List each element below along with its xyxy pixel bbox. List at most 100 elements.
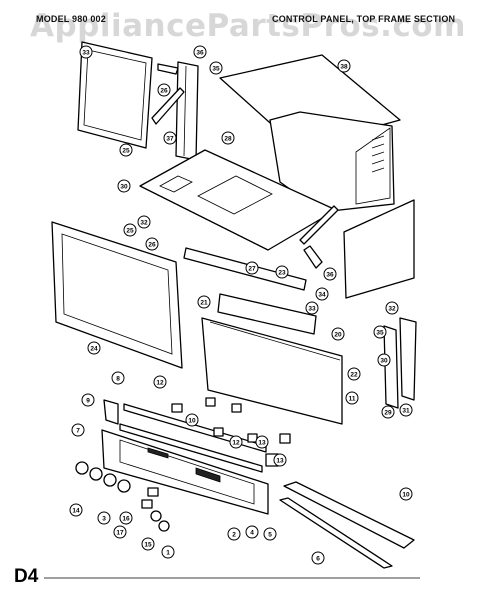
callout-label: 35: [212, 65, 220, 72]
callout-16: 16: [119, 511, 133, 525]
callout-9: 9: [81, 393, 95, 407]
callout-12: 12: [153, 375, 167, 389]
callout-label: 26: [148, 241, 156, 248]
part-33-side-panel: [77, 41, 153, 149]
callout-17: 17: [113, 525, 127, 539]
callout-label: 34: [318, 291, 326, 298]
part-7-control-panel: [101, 429, 269, 515]
callout-1: 1: [161, 545, 175, 559]
part-40-trim: [279, 497, 393, 569]
callout-label: 13: [276, 457, 284, 464]
callout-35: 35: [209, 61, 223, 75]
callout-label: 31: [402, 407, 410, 414]
callout-25: 25: [123, 223, 137, 237]
callout-37: 37: [163, 131, 177, 145]
callout-label: 12: [156, 379, 164, 386]
part-9-bracket: [103, 399, 119, 425]
callout-11: 11: [345, 391, 359, 405]
callout-label: 23: [278, 269, 286, 276]
callout-20: 20: [331, 327, 345, 341]
callout-4: 4: [245, 525, 259, 539]
callout-label: 33: [308, 305, 316, 312]
callout-label: 6: [316, 555, 320, 562]
callout-25: 25: [119, 143, 133, 157]
callout-label: 36: [196, 49, 204, 56]
part-29-hinge: [383, 317, 417, 409]
callout-5: 5: [263, 527, 277, 541]
part-24-front-frame: [51, 221, 183, 369]
callout-26: 26: [157, 83, 171, 97]
callout-label: 27: [248, 265, 256, 272]
callout-label: 15: [144, 541, 152, 548]
part-34-side-panel: [343, 199, 415, 299]
part-27-channel: [183, 247, 307, 291]
part-20-rear-panel: [201, 317, 343, 425]
callout-label: 30: [120, 183, 128, 190]
callout-38: 38: [337, 59, 351, 73]
callout-12: 12: [229, 435, 243, 449]
callout-label: 4: [250, 529, 254, 536]
callout-label: 11: [349, 395, 356, 402]
callout-label: 37: [166, 135, 174, 142]
callout-32: 32: [385, 301, 399, 315]
callout-28: 28: [221, 131, 235, 145]
callout-label: 9: [86, 397, 90, 404]
callout-label: 5: [268, 531, 272, 538]
callout-24: 24: [87, 341, 101, 355]
callout-21: 21: [197, 295, 211, 309]
callout-14: 14: [69, 503, 83, 517]
part-36-bracket: [157, 63, 179, 75]
callout-26: 26: [145, 237, 159, 251]
callout-10: 10: [399, 487, 413, 501]
callout-label: 2: [232, 531, 236, 538]
callout-label: 21: [200, 299, 208, 306]
callout-label: 1: [166, 549, 170, 556]
callout-3: 3: [97, 511, 111, 525]
callout-10: 10: [185, 413, 199, 427]
callout-label: 22: [350, 371, 358, 378]
callout-29: 29: [381, 405, 395, 419]
callout-6: 6: [311, 551, 325, 565]
section-title: CONTROL PANEL, TOP FRAME SECTION: [272, 14, 456, 24]
callout-13: 13: [255, 435, 269, 449]
part-6-trim: [283, 481, 415, 549]
callout-33: 33: [305, 301, 319, 315]
part-21-panel: [217, 293, 317, 335]
callout-33: 33: [79, 45, 93, 59]
callout-label: 38: [340, 63, 348, 70]
callout-15: 15: [141, 537, 155, 551]
callout-label: 29: [384, 409, 392, 416]
callout-label: 13: [258, 439, 266, 446]
callout-label: 33: [82, 49, 90, 56]
callout-27: 27: [245, 261, 259, 275]
callout-label: 36: [326, 271, 334, 278]
callout-7: 7: [71, 423, 85, 437]
model-label: MODEL 980 002: [36, 14, 106, 24]
callout-label: 30: [380, 357, 388, 364]
callout-label: 10: [402, 491, 410, 498]
callout-32: 32: [137, 215, 151, 229]
callout-label: 8: [116, 375, 120, 382]
callout-35: 35: [373, 325, 387, 339]
callout-label: 3: [102, 515, 106, 522]
callout-label: 26: [160, 87, 168, 94]
callout-label: 32: [140, 219, 148, 226]
callout-label: 28: [224, 135, 232, 142]
callout-34: 34: [315, 287, 329, 301]
callout-13: 13: [273, 453, 287, 467]
callout-30: 30: [377, 353, 391, 367]
callout-label: 20: [334, 331, 342, 338]
callout-label: 32: [388, 305, 396, 312]
callout-30: 30: [117, 179, 131, 193]
callout-label: 25: [126, 227, 134, 234]
callout-23: 23: [275, 265, 289, 279]
callout-label: 7: [76, 427, 80, 434]
callout-2: 2: [227, 527, 241, 541]
part-26-brace: [299, 205, 339, 269]
callout-label: 14: [72, 507, 80, 514]
callout-label: 35: [376, 329, 384, 336]
part-35-channel: [175, 61, 199, 161]
callout-label: 12: [232, 439, 240, 446]
